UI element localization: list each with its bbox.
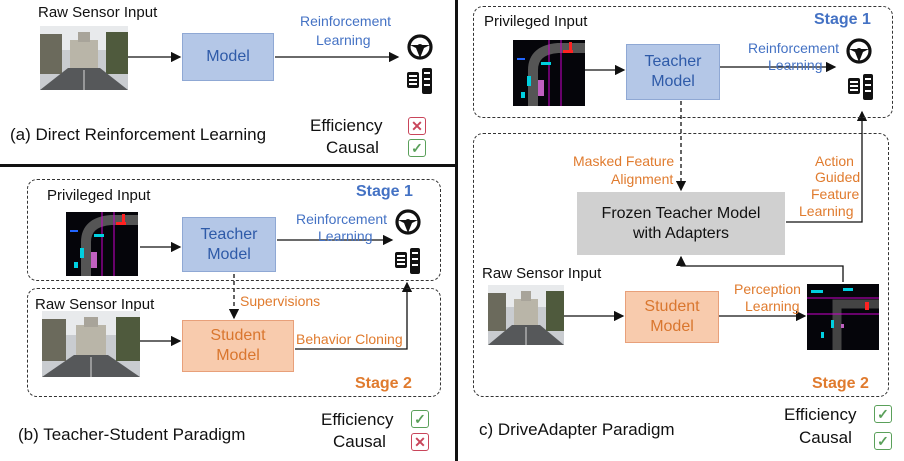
caption-a: (a) Direct Reinforcement Learning bbox=[10, 125, 267, 144]
stage2-container-b bbox=[27, 288, 441, 397]
teacher-label-line2: Model bbox=[207, 245, 251, 263]
stage1-container-c bbox=[473, 6, 893, 118]
model-label: Model bbox=[206, 48, 250, 65]
stage1-label-b: Stage 1 bbox=[356, 183, 413, 200]
efficiency-label-b: Efficiency bbox=[321, 410, 394, 429]
pedals-icon bbox=[405, 66, 435, 96]
action-guided-label-line3: Feature bbox=[811, 186, 860, 202]
bev-map-image bbox=[807, 284, 879, 350]
bev-map-image bbox=[513, 40, 585, 106]
masked-feature-label-line2: Alignment bbox=[611, 171, 674, 187]
rl-label-line2: Learning bbox=[316, 32, 371, 48]
rl-label-b-line2: Learning bbox=[318, 228, 373, 244]
caption-c: c) DriveAdapter Paradigm bbox=[479, 420, 675, 439]
frozen-teacher-box: Frozen Teacher Model with Adapters bbox=[577, 192, 785, 255]
stage2-label-c: Stage 2 bbox=[812, 375, 869, 392]
steering-wheel-icon bbox=[395, 209, 421, 235]
caption-b: (b) Teacher-Student Paradigm bbox=[18, 425, 246, 444]
privileged-input-label-c: Privileged Input bbox=[484, 13, 588, 30]
perception-learning-line2: Learning bbox=[745, 298, 800, 314]
teacher-label-line1: Teacher bbox=[644, 53, 702, 70]
teacher-label-line1: Teacher bbox=[200, 225, 258, 243]
cross-icon: ✕ bbox=[408, 117, 426, 135]
camera-scene-image bbox=[40, 26, 128, 90]
behavior-cloning-label: Behavior Cloning bbox=[296, 331, 403, 347]
rl-label-line1: Reinforcement bbox=[300, 13, 392, 29]
student-label-line2: Model bbox=[650, 318, 694, 335]
camera-scene-image bbox=[488, 285, 564, 345]
raw-sensor-input-label-b: Raw Sensor Input bbox=[35, 296, 155, 313]
check-icon: ✓ bbox=[408, 139, 426, 157]
model-box: Model bbox=[182, 33, 274, 81]
rl-label-c-line1: Reinforcement bbox=[748, 40, 840, 56]
check-icon: ✓ bbox=[874, 432, 892, 450]
causal-label-a: Causal bbox=[326, 138, 379, 157]
student-label-line2: Model bbox=[216, 347, 260, 364]
camera-scene-image bbox=[42, 311, 140, 377]
causal-label-c: Causal bbox=[799, 428, 852, 447]
bev-map-image bbox=[66, 212, 138, 276]
privileged-input-label-b: Privileged Input bbox=[47, 187, 151, 204]
teacher-label-line2: Model bbox=[651, 73, 695, 90]
stage1-label-c: Stage 1 bbox=[814, 11, 871, 28]
efficiency-label-c: Efficiency bbox=[784, 405, 857, 424]
causal-label-b: Causal bbox=[333, 432, 386, 451]
stage2-container-c bbox=[473, 133, 889, 397]
action-guided-label-line1: Action bbox=[815, 153, 854, 169]
vertical-divider bbox=[455, 0, 458, 461]
rl-label-b-line1: Reinforcement bbox=[296, 211, 388, 227]
perception-learning-line1: Perception bbox=[734, 281, 801, 297]
check-icon: ✓ bbox=[411, 410, 429, 428]
student-label-line1: Student bbox=[644, 298, 700, 315]
pedals-icon bbox=[846, 72, 876, 102]
frozen-label-line1: Frozen Teacher Model bbox=[601, 204, 761, 222]
frozen-label-line2: with Adapters bbox=[632, 224, 730, 242]
horizontal-divider bbox=[0, 164, 456, 167]
action-guided-label-line4: Learning bbox=[799, 203, 854, 219]
check-icon: ✓ bbox=[874, 405, 892, 423]
raw-sensor-input-label-c: Raw Sensor Input bbox=[482, 265, 602, 282]
action-guided-label-line2: Guided bbox=[815, 169, 861, 185]
raw-sensor-input-label: Raw Sensor Input bbox=[38, 4, 158, 21]
rl-label-c-line2: Learning bbox=[768, 57, 823, 73]
cross-icon: ✕ bbox=[411, 433, 429, 451]
steering-wheel-icon bbox=[846, 38, 872, 64]
stage1-container-b bbox=[27, 179, 441, 281]
stage2-label-b: Stage 2 bbox=[355, 375, 412, 392]
supervisions-label: Supervisions bbox=[240, 293, 321, 309]
student-label-line1: Student bbox=[210, 327, 266, 344]
steering-wheel-icon bbox=[407, 34, 433, 60]
masked-feature-label-line1: Masked Feature bbox=[573, 153, 675, 169]
efficiency-label-a: Efficiency bbox=[310, 116, 383, 135]
pedals-icon bbox=[393, 246, 423, 276]
